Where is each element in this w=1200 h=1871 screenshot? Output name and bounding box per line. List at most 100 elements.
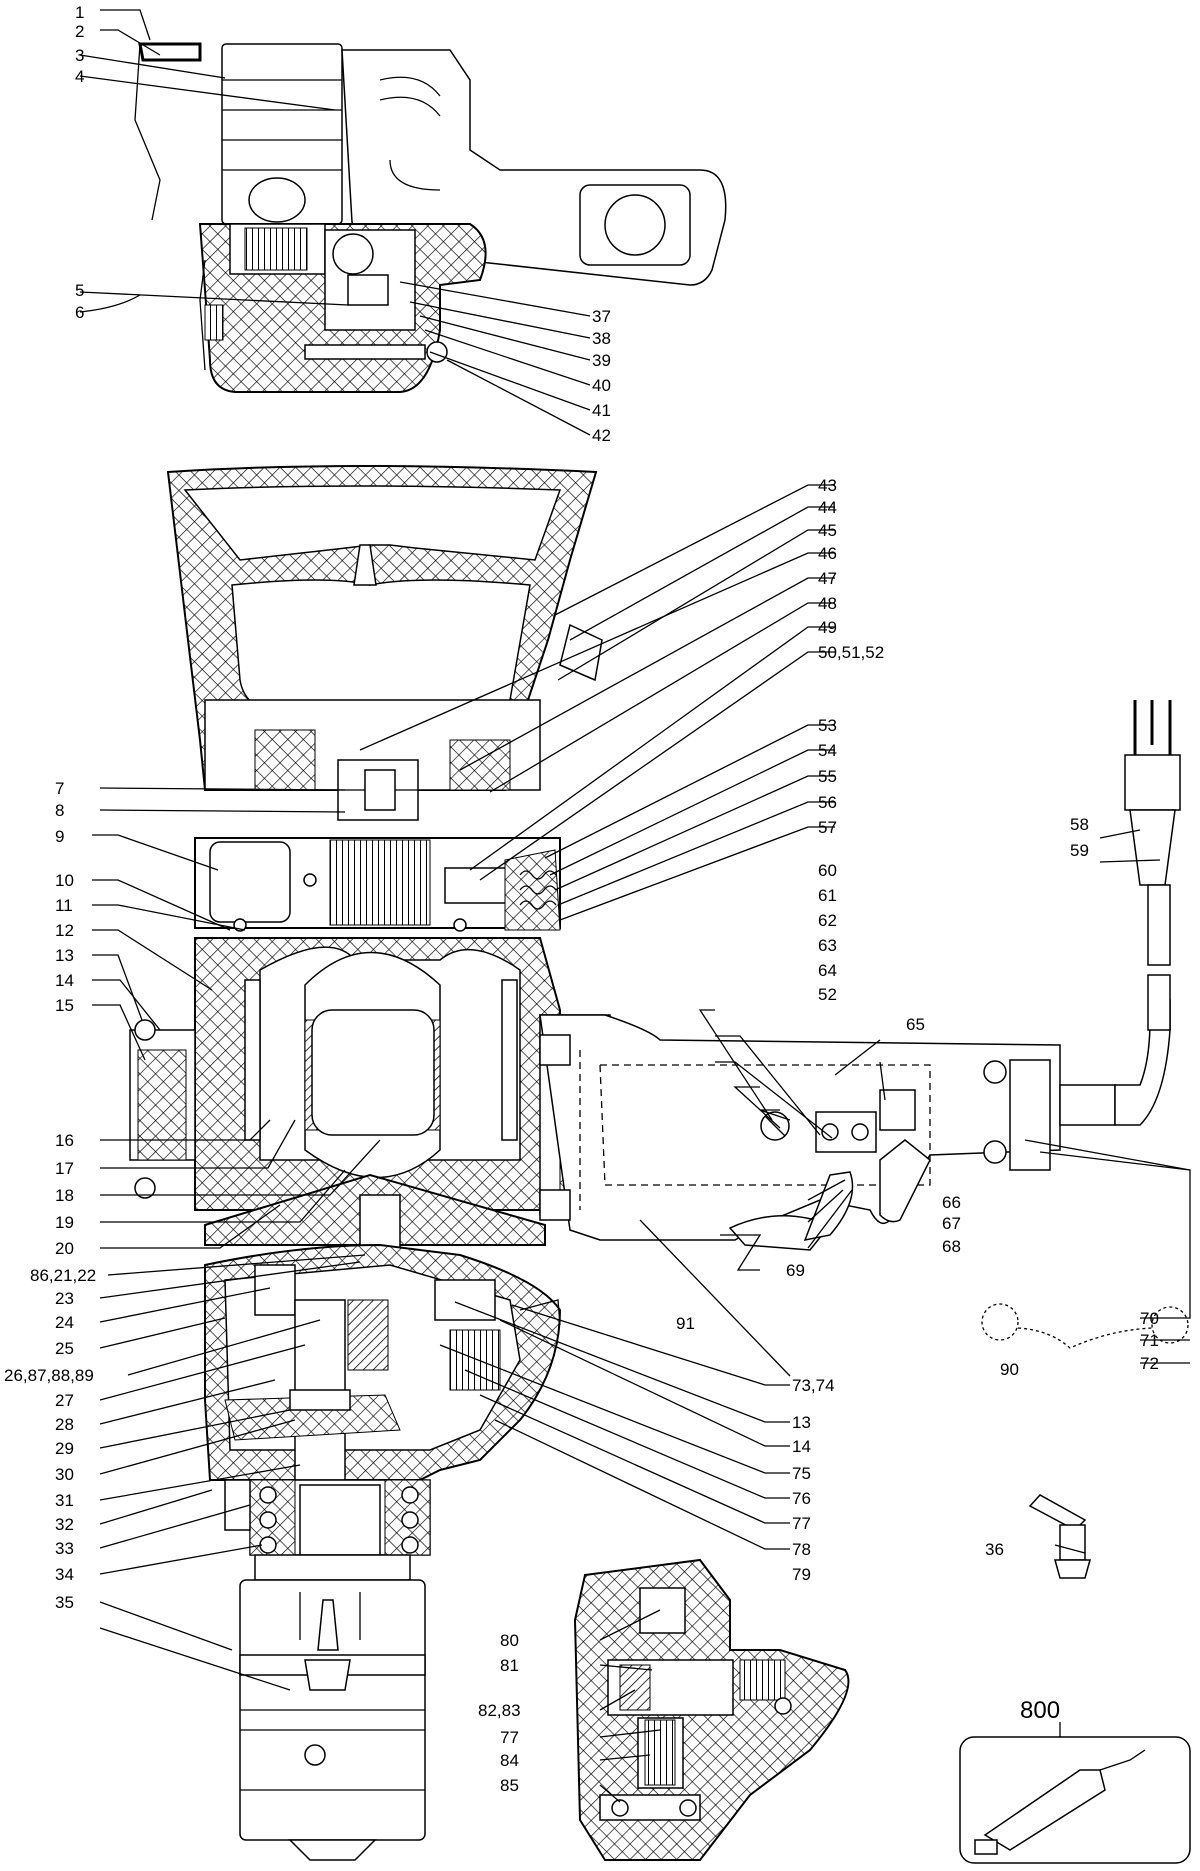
callout-13: 13 [55, 946, 74, 965]
callout-85: 85 [500, 1776, 519, 1795]
callout-60: 60 [818, 861, 837, 880]
callout-40: 40 [592, 376, 611, 395]
kit-800 [959, 1736, 1191, 1864]
callout-77: 77 [792, 1514, 811, 1533]
chuck-key [1028, 1494, 1091, 1579]
callout-10: 10 [55, 871, 74, 890]
callout-30: 30 [55, 1465, 74, 1484]
callout-56: 56 [818, 793, 837, 812]
callout-2: 2 [75, 22, 84, 41]
callout-25: 25 [55, 1339, 74, 1358]
callout-70: 70 [1140, 1309, 1159, 1328]
callout-7: 7 [55, 779, 64, 798]
callout-5: 5 [75, 281, 84, 300]
callout-91: 91 [676, 1314, 695, 1333]
callout-53: 53 [818, 716, 837, 735]
leader-lines [79, 9, 1191, 1803]
callout-77b: 77 [500, 1728, 519, 1747]
callout-76: 76 [792, 1489, 811, 1508]
callout-52: 52 [818, 985, 837, 1004]
callout-46: 46 [818, 544, 837, 563]
callout-43: 43 [818, 476, 837, 495]
callout-79: 79 [792, 1565, 811, 1584]
callout-82-83: 82,83 [478, 1701, 521, 1720]
callout-86-21-22: 86,21,22 [30, 1266, 96, 1285]
callout-69: 69 [786, 1261, 805, 1280]
callout-71: 71 [1140, 1331, 1159, 1350]
callout-66: 66 [942, 1193, 961, 1212]
callout-81: 81 [500, 1656, 519, 1675]
callout-73-74: 73,74 [792, 1376, 835, 1395]
callout-36: 36 [985, 1540, 1004, 1559]
callout-68: 68 [942, 1237, 961, 1256]
callout-42: 42 [592, 426, 611, 445]
callout-63: 63 [818, 936, 837, 955]
callout-64: 64 [818, 961, 837, 980]
callout-18: 18 [55, 1186, 74, 1205]
callout-6: 6 [75, 303, 84, 322]
callout-27: 27 [55, 1391, 74, 1410]
callout-67: 67 [942, 1214, 961, 1233]
callout-9: 9 [55, 827, 64, 846]
callout-11: 11 [55, 896, 73, 915]
callout-28: 28 [55, 1415, 74, 1434]
callout-20: 20 [55, 1239, 74, 1258]
motor-section [129, 699, 611, 1256]
top-housing-detail [134, 42, 727, 393]
callout-3: 3 [75, 46, 84, 65]
callout-31: 31 [55, 1491, 74, 1510]
callout-14: 14 [55, 971, 74, 990]
callout-72: 72 [1140, 1354, 1159, 1373]
callout-84: 84 [500, 1751, 519, 1770]
callout-19: 19 [55, 1213, 74, 1232]
callout-54: 54 [818, 741, 837, 760]
power-cord [1124, 700, 1181, 1031]
callout-48: 48 [818, 594, 837, 613]
callout-65: 65 [906, 1015, 925, 1034]
callout-78: 78 [792, 1540, 811, 1559]
callout-26-87-88-89: 26,87,88,89 [4, 1366, 94, 1385]
callout-24: 24 [55, 1313, 74, 1332]
callout-13b: 13 [792, 1413, 811, 1432]
callout-55: 55 [818, 767, 837, 786]
callout-61: 61 [818, 886, 837, 905]
callout-23: 23 [55, 1289, 74, 1308]
callout-35: 35 [55, 1593, 74, 1612]
callout-49: 49 [818, 618, 837, 637]
callout-29: 29 [55, 1439, 74, 1458]
callout-58: 58 [1070, 815, 1089, 834]
callout-34: 34 [55, 1565, 74, 1584]
callout-62: 62 [818, 911, 837, 930]
callout-41: 41 [592, 401, 611, 420]
callout-16: 16 [55, 1131, 74, 1150]
gear-detail-inset [573, 1558, 850, 1861]
callout-44: 44 [818, 498, 837, 517]
callout-8: 8 [55, 801, 64, 820]
callout-labels: 1 2 3 4 5 6 37 38 39 40 41 42 43 44 45 4… [4, 3, 1159, 1795]
callout-15: 15 [55, 996, 74, 1015]
gear-case [204, 1243, 562, 1556]
callout-32: 32 [55, 1515, 74, 1534]
callout-800: 800 [1020, 1697, 1060, 1724]
callout-59: 59 [1070, 841, 1089, 860]
callout-90: 90 [1000, 1360, 1019, 1379]
callout-38: 38 [592, 329, 611, 348]
callout-80: 80 [500, 1631, 519, 1650]
chuck [239, 1554, 426, 1861]
callout-1: 1 [75, 3, 84, 22]
callout-4: 4 [75, 67, 84, 86]
callout-50-51-52: 50,51,52 [818, 643, 884, 662]
callout-47: 47 [818, 569, 837, 588]
callout-37: 37 [592, 307, 611, 326]
switch-handle [539, 999, 1171, 1251]
callout-14b: 14 [792, 1437, 811, 1456]
chuck-chain [981, 1303, 1189, 1349]
callout-57: 57 [818, 818, 837, 837]
callout-12: 12 [55, 921, 74, 940]
callout-33: 33 [55, 1539, 74, 1558]
callout-45: 45 [818, 521, 837, 540]
callout-17: 17 [55, 1159, 74, 1178]
callout-75: 75 [792, 1464, 811, 1483]
